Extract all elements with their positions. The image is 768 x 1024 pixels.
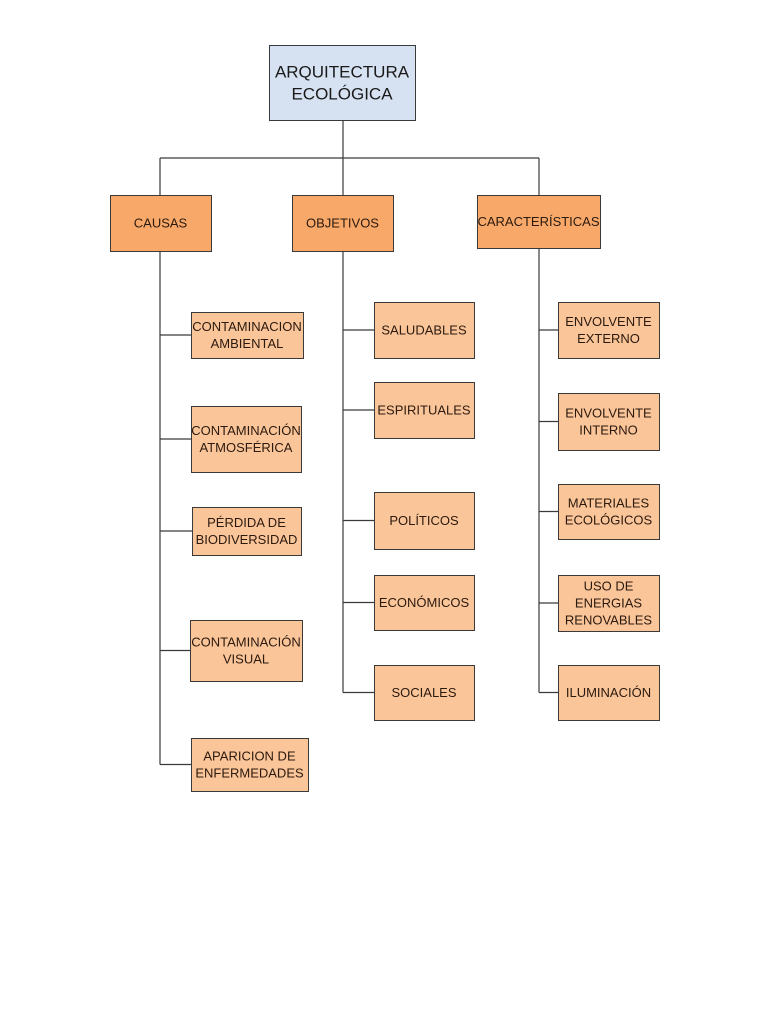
connector-lines <box>159 120 558 766</box>
leaf-node: POLÍTICOS <box>374 492 475 550</box>
leaf-node-label-line: ENERGIAS <box>575 596 643 611</box>
leaf-node-box <box>374 665 475 721</box>
leaf-node-label-line: CONTAMINACION <box>192 319 302 334</box>
leaf-node-box <box>191 738 309 792</box>
leaf-node-label-line: ECONÓMICOS <box>379 595 470 610</box>
leaf-node-label-line: ESPIRITUALES <box>377 403 471 418</box>
leaf-node-label-line: RENOVABLES <box>565 613 653 628</box>
leaf-node-label-line: INTERNO <box>579 423 638 438</box>
leaf-node: PÉRDIDA DE BIODIVERSIDAD <box>192 507 302 556</box>
leaf-node-label-line: ENVOLVENTE <box>565 314 652 329</box>
leaf-node-box <box>558 484 660 540</box>
leaf-node-box <box>558 393 660 451</box>
leaf-node-box <box>192 507 302 556</box>
leaf-node: ILUMINACIÓN <box>558 665 660 721</box>
leaf-node: ESPIRITUALES <box>374 382 475 439</box>
leaf-node-box <box>191 406 302 473</box>
leaf-node-label-line: PÉRDIDA DE <box>207 515 286 530</box>
leaf-node: ENVOLVENTE INTERNO <box>558 393 660 451</box>
leaf-node: CONTAMINACIÓN ATMOSFÉRICA <box>191 406 302 473</box>
root-node: ARQUITECTURA ECOLÓGICA <box>269 45 416 121</box>
leaf-node-label-line: USO DE <box>584 579 634 594</box>
category-causas-label-line: CAUSAS <box>134 216 188 231</box>
leaf-node-label-line: AMBIENTAL <box>211 336 284 351</box>
leaf-node: APARICION DE ENFERMEDADES <box>191 738 309 792</box>
leaf-node: ENVOLVENTE EXTERNO <box>558 302 660 359</box>
leaf-node-box <box>374 492 475 550</box>
leaf-node-label-line: POLÍTICOS <box>389 513 459 528</box>
leaf-node: ECONÓMICOS <box>374 575 475 631</box>
leaf-node: SOCIALES <box>374 665 475 721</box>
leaf-node-label-line: SOCIALES <box>391 685 456 700</box>
leaf-node-label-line: MATERIALES <box>568 496 650 511</box>
category-caracteristicas-label-line: CARACTERÍSTICAS <box>477 214 599 229</box>
leaf-node-label-line: BIODIVERSIDAD <box>196 532 298 547</box>
category-caracteristicas-box <box>477 195 601 249</box>
category-objetivos-box <box>292 195 394 252</box>
leaf-node-label-line: VISUAL <box>223 652 269 667</box>
category-objetivos-label-line: OBJETIVOS <box>306 216 379 231</box>
leaf-node-label-line: ATMOSFÉRICA <box>200 440 293 455</box>
category-objetivos: OBJETIVOS <box>292 195 394 252</box>
category-causas-box <box>110 195 212 252</box>
leaf-node: CONTAMINACIÓN VISUAL <box>190 620 303 682</box>
leaf-node-label-line: EXTERNO <box>577 331 640 346</box>
leaf-node-label-line: SALUDABLES <box>381 323 467 338</box>
leaf-node-label-line: CONTAMINACIÓN <box>191 423 301 438</box>
leaf-node-label-line: ILUMINACIÓN <box>566 685 651 700</box>
leaf-node-box <box>374 575 475 631</box>
leaf-node: USO DE ENERGIAS RENOVABLES <box>558 575 660 632</box>
root-node-label-line: ECOLÓGICA <box>291 85 393 104</box>
root-node-box <box>269 45 416 121</box>
leaf-node: SALUDABLES <box>374 302 475 359</box>
leaf-node-label-line: ENFERMEDADES <box>195 766 304 781</box>
leaf-node-box <box>558 302 660 359</box>
root-node-label-line: ARQUITECTURA <box>275 63 410 82</box>
leaf-node: MATERIALES ECOLÓGICOS <box>558 484 660 540</box>
leaf-node-box <box>558 665 660 721</box>
leaf-node-box <box>190 620 303 682</box>
leaf-node-box <box>374 382 475 439</box>
leaf-node-label-line: ECOLÓGICOS <box>565 513 653 528</box>
leaf-node-box <box>374 302 475 359</box>
leaf-node-label-line: ENVOLVENTE <box>565 406 652 421</box>
leaf-node-box <box>558 575 660 632</box>
leaf-node-box <box>191 312 304 359</box>
diagram-nodes: ARQUITECTURA ECOLÓGICA CAUSAS CONTAMINACION… <box>110 45 660 792</box>
leaf-node-label-line: APARICION DE <box>203 749 296 764</box>
leaf-node-label-line: CONTAMINACIÓN <box>191 635 301 650</box>
category-causas: CAUSAS <box>110 195 212 252</box>
category-caracteristicas: CARACTERÍSTICAS <box>477 195 601 249</box>
leaf-node: CONTAMINACION AMBIENTAL <box>191 312 304 359</box>
